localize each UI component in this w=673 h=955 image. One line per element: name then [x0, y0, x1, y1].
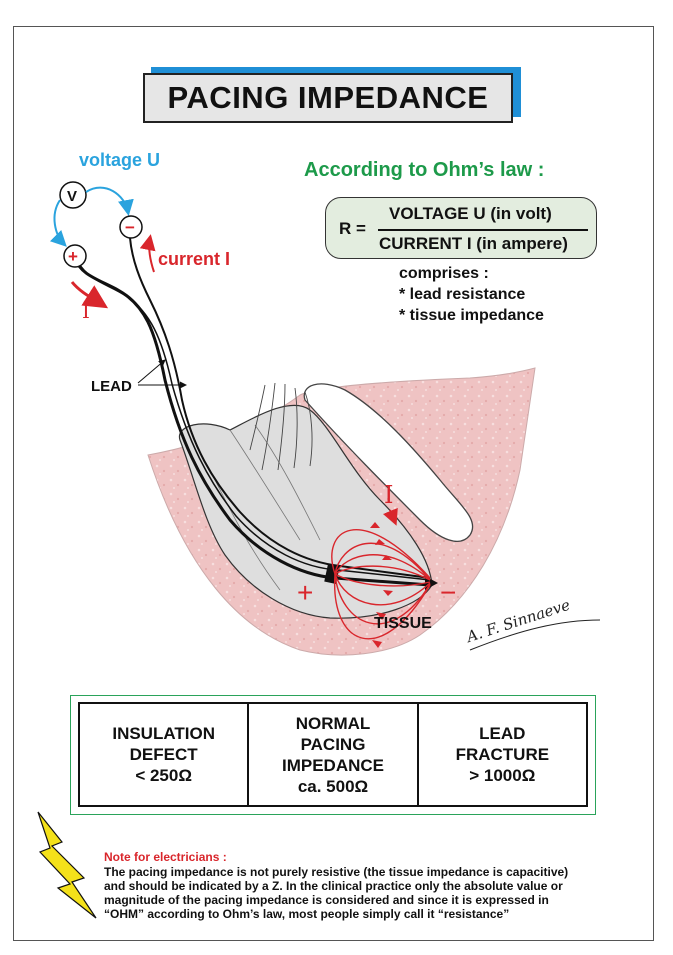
note-line: The pacing impedance is not purely resis… — [104, 865, 569, 879]
table-cell-insulation-defect: INSULATION DEFECT < 250Ω — [80, 704, 250, 805]
current-field-lines — [331, 529, 431, 640]
current-label: current I — [158, 249, 231, 269]
cell-text: NORMAL — [295, 713, 371, 733]
cell-text: LEAD — [479, 724, 526, 743]
cell-text: IMPEDANCE — [281, 755, 384, 775]
table-cell-normal-impedance: NORMAL PACING IMPEDANCE ca. 500Ω — [249, 704, 419, 805]
cell-value: < 250Ω — [135, 766, 192, 785]
trabecula — [303, 383, 474, 542]
lead-wire-positive — [73, 257, 431, 587]
lead-wire-negative — [129, 237, 431, 579]
formula-r-equals: R = — [339, 219, 366, 238]
impedance-table-frame — [70, 695, 596, 815]
formula-box — [325, 197, 597, 259]
impedance-table: INSULATION DEFECT < 250Ω NORMAL PACING I… — [78, 702, 588, 807]
note-line: and should be indicated by a Z. In the c… — [104, 879, 563, 893]
positive-terminal-sign: + — [68, 247, 78, 266]
cell-text: DEFECT — [129, 745, 198, 764]
formula-denominator: CURRENT I (in ampere) — [379, 234, 568, 253]
comprises-item-tissue-impedance: * tissue impedance — [399, 307, 544, 324]
note-line: magnitude of the pacing impedance is con… — [104, 893, 549, 907]
formula-numerator: VOLTAGE U (in volt) — [389, 204, 552, 223]
fraction-bar — [378, 229, 588, 231]
cell-text: FRACTURE — [455, 745, 550, 764]
cell-value: > 1000Ω — [469, 766, 536, 785]
tissue-label: TISSUE — [374, 615, 432, 632]
comprises-item-lead-resistance: * lead resistance — [399, 286, 526, 303]
lightning-icon — [37, 811, 97, 919]
ohm-heading: According to Ohm’s law : — [304, 159, 545, 181]
cell-text: PACING — [300, 734, 366, 754]
negative-terminal-sign: − — [125, 218, 135, 237]
note-title: Note for electricians : — [104, 850, 227, 864]
positive-terminal-icon — [63, 244, 87, 268]
tissue-minus: − — [440, 577, 456, 608]
page-title: PACING IMPEDANCE — [143, 73, 513, 123]
cell-text: INSULATION — [112, 724, 215, 743]
table-cell-lead-fracture: LEAD FRACTURE > 1000Ω — [419, 704, 586, 805]
negative-terminal-icon — [119, 215, 143, 239]
tissue-current-label: I — [384, 481, 393, 509]
cell-value: ca. 500Ω — [297, 776, 369, 796]
tissue-plus: + — [297, 577, 313, 608]
page-frame — [13, 26, 654, 941]
lead-label: LEAD — [91, 378, 132, 395]
voltmeter-icon — [59, 181, 87, 209]
lead-current-label: I — [82, 299, 90, 323]
comprises-label: comprises : — [399, 265, 489, 282]
voltmeter-label: V — [67, 188, 77, 205]
note-line: “OHM” according to Ohm’s law, most peopl… — [104, 907, 510, 921]
voltage-label: voltage U — [79, 150, 161, 170]
